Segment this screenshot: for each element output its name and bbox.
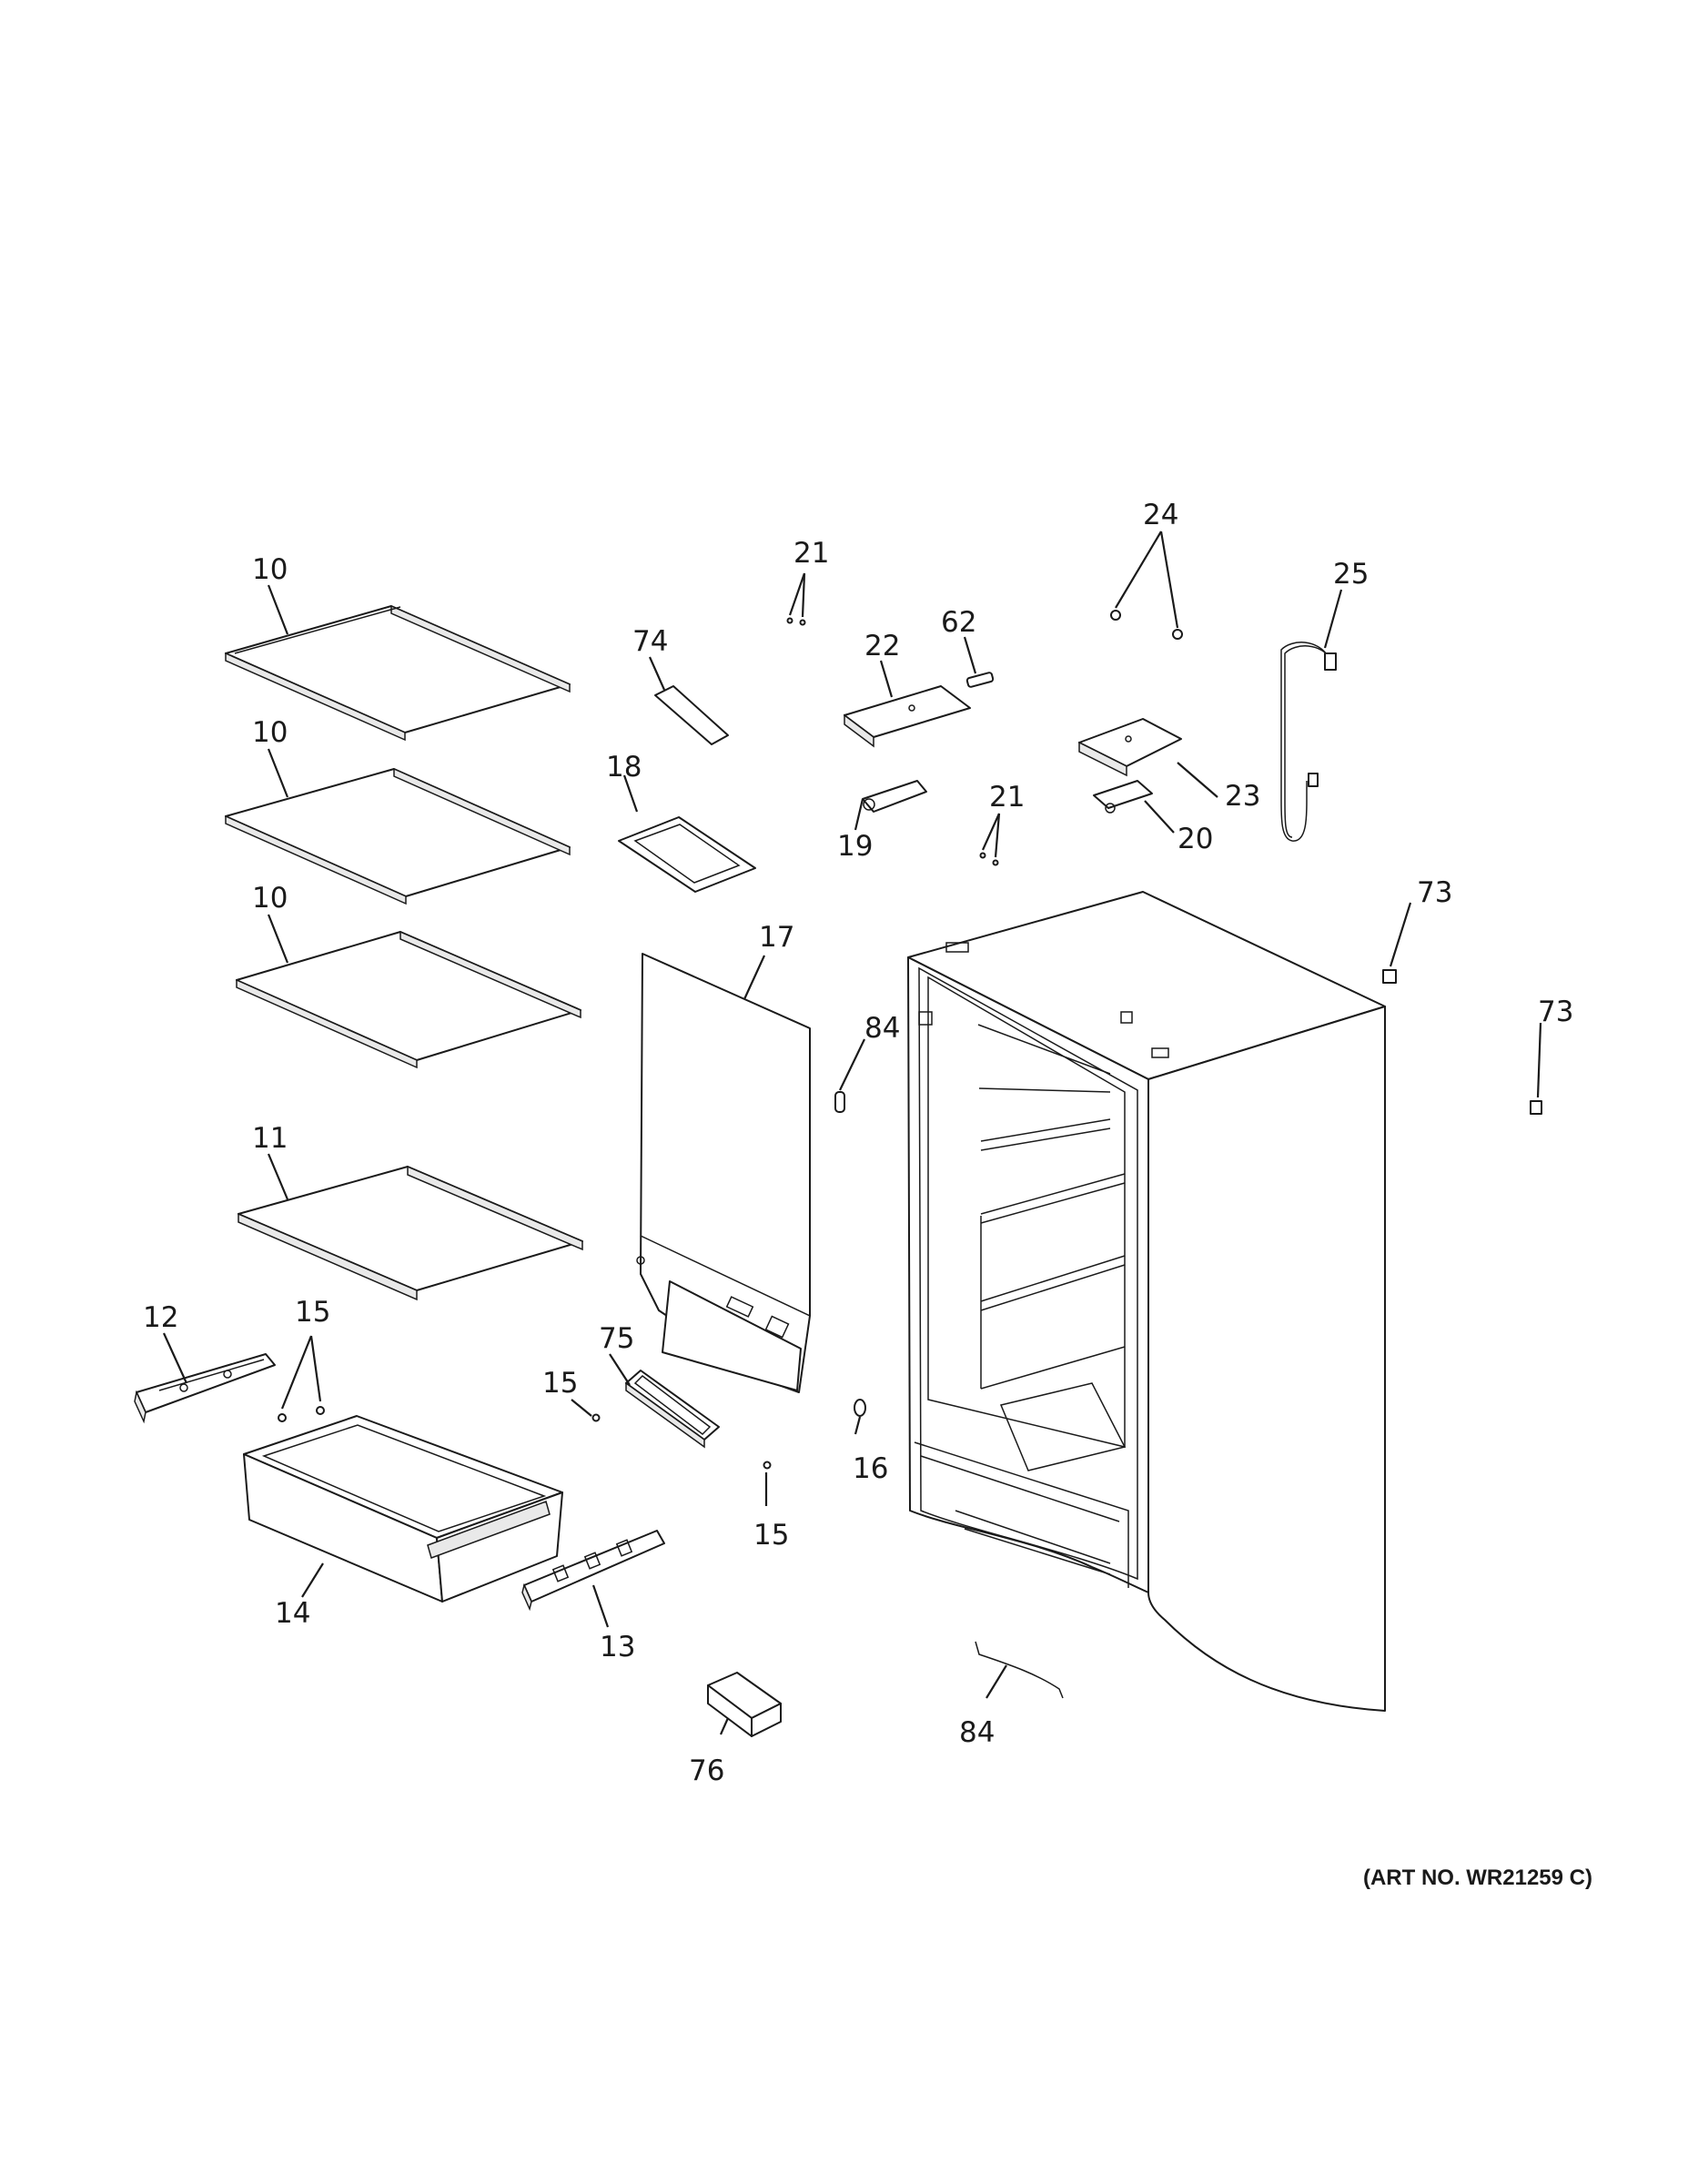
refrigerator-cabinet [907, 891, 1386, 1712]
screws-top [786, 617, 806, 626]
callout-rail-left: 12 [143, 1301, 178, 1334]
callout-clip: 62 [941, 606, 976, 639]
screw-mid [591, 1413, 601, 1422]
callout-rail-right: 13 [600, 1631, 635, 1663]
callout-shelf-lower: 10 [252, 882, 288, 915]
callout-foam-block: 76 [689, 1754, 724, 1787]
callout-shelf-bottom: 11 [252, 1122, 288, 1155]
callout-rear-panel: 17 [759, 921, 794, 954]
drain-plug [854, 1399, 866, 1417]
foam-block [707, 1672, 782, 1737]
callout-drawer: 14 [275, 1597, 310, 1630]
glass-shelf-top [225, 604, 571, 742]
callout-light-lens: 75 [599, 1322, 634, 1355]
screw-low [763, 1461, 772, 1470]
label-right-b [1530, 1100, 1542, 1115]
light-lens [625, 1370, 720, 1449]
callout-wire-side: 84 [864, 1012, 900, 1045]
hinge-left [862, 780, 927, 813]
light-diffuser [654, 685, 729, 745]
callout-diffuser: 74 [632, 625, 668, 658]
light-housing [618, 816, 756, 893]
callout-hinge-right: 20 [1178, 823, 1213, 855]
drawer-rail-left [134, 1353, 276, 1424]
callout-screws-hinge: 24 [1143, 499, 1178, 531]
callout-screw-pair: 15 [295, 1296, 330, 1329]
screws-mid [979, 852, 999, 866]
callout-shelf-top: 10 [252, 553, 288, 586]
rear-panel [636, 953, 811, 1393]
callout-label-right-b: 73 [1538, 996, 1573, 1028]
callout-harness: 25 [1333, 558, 1369, 591]
callout-plug: 16 [853, 1452, 888, 1485]
callout-label-right-a: 73 [1417, 876, 1452, 909]
callout-screw-low: 15 [753, 1519, 789, 1552]
art-number: (ART NO. WR21259 C) [1363, 1866, 1592, 1890]
callout-shelf-middle: 10 [252, 716, 288, 749]
wire-harness [1280, 642, 1337, 842]
callout-screw-mid: 15 [542, 1367, 578, 1400]
hinge-cover-left [844, 685, 971, 748]
callout-screws-top: 21 [793, 537, 829, 570]
hinge-right [1093, 780, 1153, 814]
crisper-drawer [243, 1415, 563, 1603]
callout-hinge-cover-left: 22 [864, 630, 900, 662]
callout-light-housing: 18 [606, 751, 642, 784]
drawer-rail-right [521, 1530, 665, 1612]
callout-wire-bottom: 84 [959, 1716, 995, 1749]
glass-shelf-bottom [238, 1165, 583, 1301]
screws-hinge [1110, 610, 1183, 640]
glass-shelf-lower [236, 930, 581, 1069]
callout-hinge-left: 19 [837, 830, 873, 863]
wire-bottom [975, 1641, 1064, 1699]
callout-screws-mid: 21 [989, 781, 1025, 814]
hinge-cover-right [1078, 718, 1182, 777]
screw-pair [278, 1406, 325, 1422]
clip [965, 672, 995, 688]
label-right-a [1382, 969, 1397, 984]
callout-hinge-cover-right: 23 [1225, 780, 1260, 813]
leader-lines [162, 531, 1542, 1735]
glass-shelf-middle [225, 767, 571, 905]
wire-side-clip [834, 1091, 845, 1113]
callout-labels: 10 10 10 11 12 13 14 15 15 15 16 17 18 1… [143, 499, 1573, 1787]
